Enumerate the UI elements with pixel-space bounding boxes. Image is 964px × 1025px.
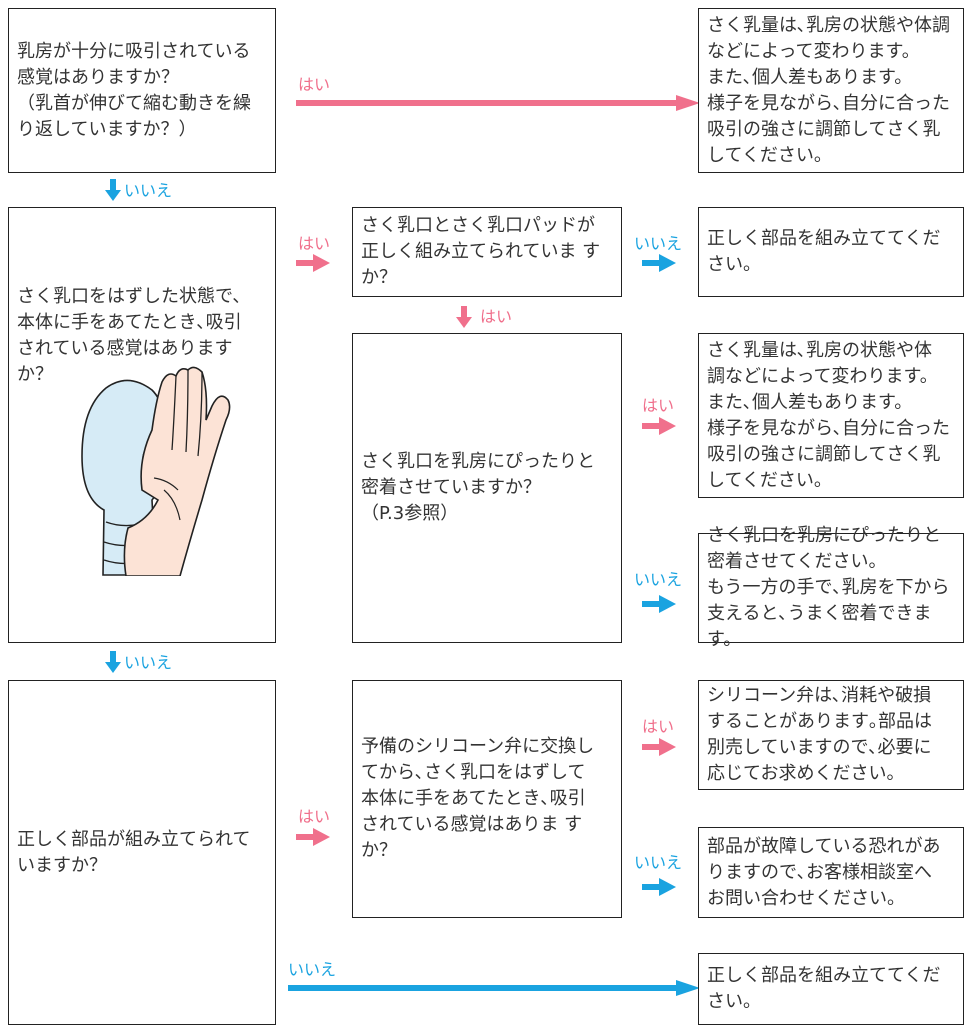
yes-label-3: はい	[298, 807, 331, 826]
answer-box-4: さく乳口を乳房にぴったりと 密着させてください。 もう一方の手で､乳房を下から …	[698, 525, 964, 650]
no-arrow-down-2	[105, 651, 121, 673]
yes-label-1: はい	[298, 75, 331, 94]
answer-1-text: さく乳量は､乳房の状態や体調 などによって変わります。 また､個人差もあります。…	[707, 14, 950, 166]
question-box-3a: 予備のシリコーン弁に交換し てから､さく乳口をはずして 本体に手をあてたとき､吸…	[352, 680, 622, 918]
no-label-2a: いいえ	[634, 234, 683, 253]
answer-2-text: 正しく部品を組み立ててくだ さい。	[707, 228, 941, 275]
question-2-text: さく乳口をはずした状態で、 本体に手をあてたとき､吸引 されている感覚はあります…	[17, 286, 251, 385]
answer-box-1: さく乳量は､乳房の状態や体調 などによって変わります。 また､個人差もあります。…	[698, 8, 964, 173]
question-box-2b: さく乳口を乳房にぴったりと 密着させていますか？ （P.3参照）	[352, 333, 622, 643]
no-label-1: いいえ	[124, 181, 173, 200]
question-3-text: 正しく部品が組み立てられて いますか？	[17, 828, 251, 876]
answer-4-text: さく乳口を乳房にぴったりと 密着させてください。 もう一方の手で､乳房を下から …	[707, 525, 950, 650]
no-label-3: いいえ	[288, 960, 337, 979]
answer-box-2: 正しく部品を組み立ててくだ さい。	[698, 207, 964, 297]
yes-label-2: はい	[298, 234, 331, 253]
no-arrow-q3	[288, 980, 700, 996]
hand-on-pump-illustration	[81, 366, 231, 576]
answer-6-text: 部品が故障している恐れがあ りますので､お客様相談室へ お問い合わせください。	[707, 835, 941, 909]
yes-arrow-q3a	[642, 738, 676, 756]
question-box-1: 乳房が十分に吸引されている 感覚はありますか？ （乳首が伸びて縮む動きを繰 り返…	[8, 8, 276, 173]
yes-label-3a: はい	[642, 717, 675, 736]
answer-3-text: さく乳量は､乳房の状態や体 調などによって変わります。 また､個人差もあります。…	[707, 339, 950, 491]
yes-label-2a: はい	[480, 307, 513, 326]
question-1-text: 乳房が十分に吸引されている 感覚はありますか？ （乳首が伸びて縮む動きを繰 り返…	[17, 40, 251, 140]
question-2a-text: さく乳口とさく乳口パッドが 正しく組み立てられていま す か？	[361, 215, 601, 288]
answer-box-3: さく乳量は､乳房の状態や体 調などによって変わります。 また､個人差もあります。…	[698, 333, 964, 498]
no-arrow-q2b	[642, 595, 676, 613]
answer-7-text: 正しく部品を組み立ててくだ さい。	[707, 965, 941, 1012]
no-arrow-q2a	[642, 254, 676, 272]
answer-box-7: 正しく部品を組み立ててくだ さい。	[698, 953, 964, 1025]
answer-5-text: シリコーン弁は､消耗や破損 することがあります｡部品は 別売していますので､必要…	[707, 685, 932, 784]
question-2b-text: さく乳口を乳房にぴったりと 密着させていますか？ （P.3参照）	[361, 451, 595, 524]
yes-arrow-q1	[296, 95, 700, 111]
question-box-2a: さく乳口とさく乳口パッドが 正しく組み立てられていま す か？	[352, 207, 622, 297]
no-arrow-down-1	[105, 179, 121, 201]
yes-arrow-q2	[296, 254, 330, 272]
answer-box-5: シリコーン弁は､消耗や破損 することがあります｡部品は 別売していますので､必要…	[698, 680, 964, 790]
question-3a-text: 予備のシリコーン弁に交換し てから､さく乳口をはずして 本体に手をあてたとき､吸…	[361, 736, 595, 861]
no-arrow-q3a	[642, 878, 676, 896]
no-label-2: いいえ	[124, 653, 173, 672]
yes-label-2b: はい	[642, 396, 675, 415]
yes-arrow-q2b	[642, 417, 676, 435]
yes-arrow-down-q2a	[456, 306, 472, 328]
no-label-3a: いいえ	[634, 853, 683, 872]
yes-arrow-q3	[296, 828, 330, 846]
question-box-3: 正しく部品が組み立てられて いますか？	[8, 680, 276, 1025]
answer-box-6: 部品が故障している恐れがあ りますので､お客様相談室へ お問い合わせください。	[698, 827, 964, 918]
no-label-2b: いいえ	[634, 570, 683, 589]
